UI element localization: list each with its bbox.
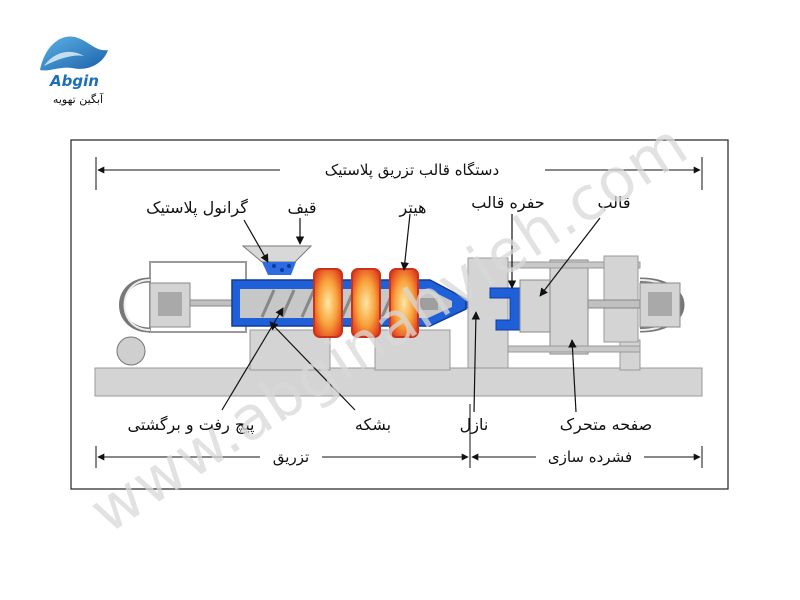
moving-mold-half	[519, 279, 551, 333]
logo-subtitle: آبگین تهویه	[53, 92, 104, 106]
plastic-granules	[262, 262, 296, 275]
tie-bar-bottom	[507, 345, 641, 353]
label-heater: هیتر	[399, 198, 427, 218]
rear-platen	[603, 255, 639, 343]
logo: Abgin آبگین تهویه	[40, 36, 108, 106]
counterweight-ball	[116, 336, 146, 366]
label-hopper: قیف	[287, 198, 316, 217]
section-injection: تزریق	[273, 448, 309, 466]
heater-band-1	[313, 268, 343, 338]
tie-bar-top	[507, 261, 641, 269]
section-dimension-lines	[95, 404, 703, 468]
machine-base	[94, 367, 703, 397]
clamp-shaft	[587, 299, 641, 309]
logo-wave-highlight	[44, 51, 84, 66]
label-barrel: بشکه	[355, 415, 391, 434]
label-nozzle: نازل	[460, 415, 489, 435]
heater-band-2	[351, 268, 381, 338]
base-leg-right	[619, 339, 641, 371]
moving-platen	[549, 259, 589, 355]
label-reciprocating-screw: پیچ رفت و برگشتی	[127, 415, 254, 435]
label-mold-cavity: حفره قالب	[471, 193, 544, 213]
diagram-title: دستگاه قالب تزریق پلاستیک	[325, 161, 499, 180]
label-plastic-granule: گرانول پلاستیک	[146, 198, 248, 218]
section-clamping: فشرده سازی	[548, 448, 632, 466]
machine-body	[94, 245, 703, 397]
label-pointers	[221, 213, 601, 413]
title-dimension-line	[95, 157, 703, 190]
heater-bands	[313, 268, 419, 338]
logo-brand: Abgin	[49, 72, 99, 90]
label-moving-platen: صفحه متحرک	[560, 415, 653, 435]
label-mold: قالب	[597, 193, 630, 212]
